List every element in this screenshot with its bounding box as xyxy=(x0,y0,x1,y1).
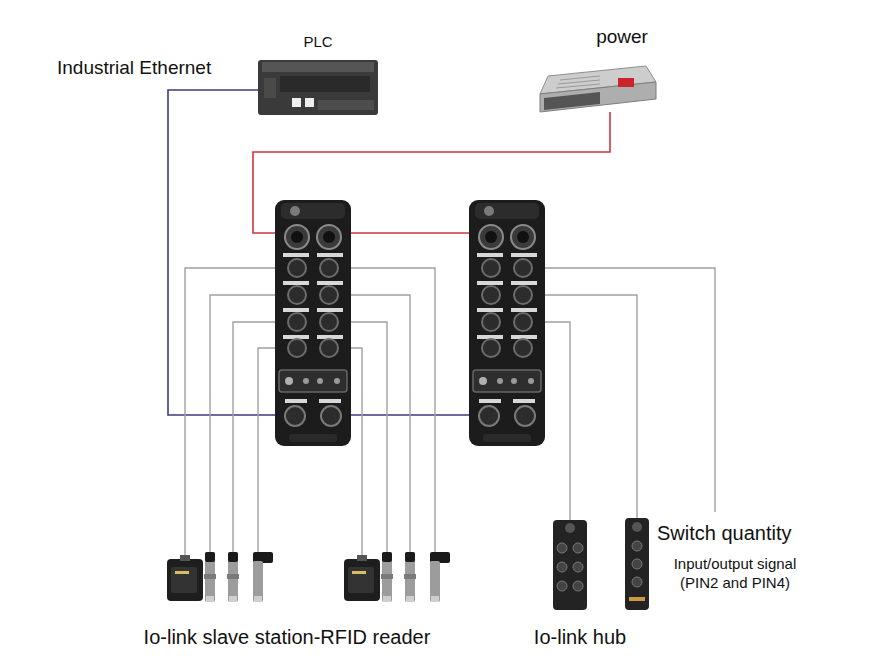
hub-port xyxy=(557,543,567,553)
plc-device xyxy=(258,60,378,115)
hub-label xyxy=(629,597,645,601)
caption-label: Io-link hub xyxy=(534,625,626,650)
io-link-cables xyxy=(185,268,715,556)
device-label: power xyxy=(596,26,648,49)
caption-label: Industrial Ethernet xyxy=(57,56,211,80)
plc-terminals xyxy=(262,62,374,72)
hub-port xyxy=(565,523,575,533)
caption-label: Switch quantity xyxy=(657,521,792,546)
cable xyxy=(210,295,278,552)
hub-port xyxy=(573,543,583,553)
plc-body xyxy=(258,60,378,115)
cable xyxy=(348,295,410,552)
power-supply xyxy=(540,66,656,112)
device-label: PLC xyxy=(303,33,332,51)
switch-hub xyxy=(625,518,649,610)
hub-body xyxy=(625,518,649,610)
hub-body xyxy=(553,520,587,610)
hub-port xyxy=(632,559,642,569)
hub-port xyxy=(573,581,583,591)
cable xyxy=(348,268,435,552)
device-node: power xyxy=(592,24,652,51)
hub-port xyxy=(573,562,583,572)
caption-label: Io-link slave station-RFID reader xyxy=(144,625,431,650)
hub-port xyxy=(557,581,567,591)
psu-grille xyxy=(560,76,600,80)
hub-port xyxy=(632,541,642,551)
plc-port xyxy=(292,98,301,107)
rfid-reader xyxy=(167,555,203,601)
hub-port xyxy=(632,522,642,532)
angled-sensor xyxy=(430,552,450,602)
plc-flap xyxy=(280,76,370,92)
cylinder-sensor xyxy=(381,552,393,602)
psu-terminals xyxy=(544,92,600,110)
psu-grille xyxy=(558,80,600,84)
hub-port xyxy=(632,577,642,587)
device-node: PLC xyxy=(299,31,336,53)
rfid-reader xyxy=(344,555,380,601)
cable xyxy=(543,268,715,512)
cable xyxy=(543,295,637,518)
cylinder-sensor xyxy=(204,552,216,602)
hub-port xyxy=(557,562,567,572)
psu-grille xyxy=(556,84,600,88)
cable xyxy=(543,322,570,520)
cable xyxy=(233,322,278,552)
io-link-hub xyxy=(553,520,587,610)
cable xyxy=(348,322,387,552)
cable xyxy=(185,268,278,556)
psu-sticker xyxy=(618,78,634,87)
cylinder-sensor xyxy=(227,552,239,602)
plc-leds xyxy=(264,78,276,98)
angled-sensor xyxy=(253,552,273,602)
io-link-master xyxy=(469,200,545,446)
plc-port xyxy=(305,98,314,107)
caption-label: Input/output signal (PIN2 and PIN4) xyxy=(660,555,810,593)
cylinder-sensor xyxy=(404,552,416,602)
psu-front xyxy=(540,82,656,112)
io-link-master xyxy=(275,200,351,446)
plc-terminals xyxy=(318,100,374,110)
